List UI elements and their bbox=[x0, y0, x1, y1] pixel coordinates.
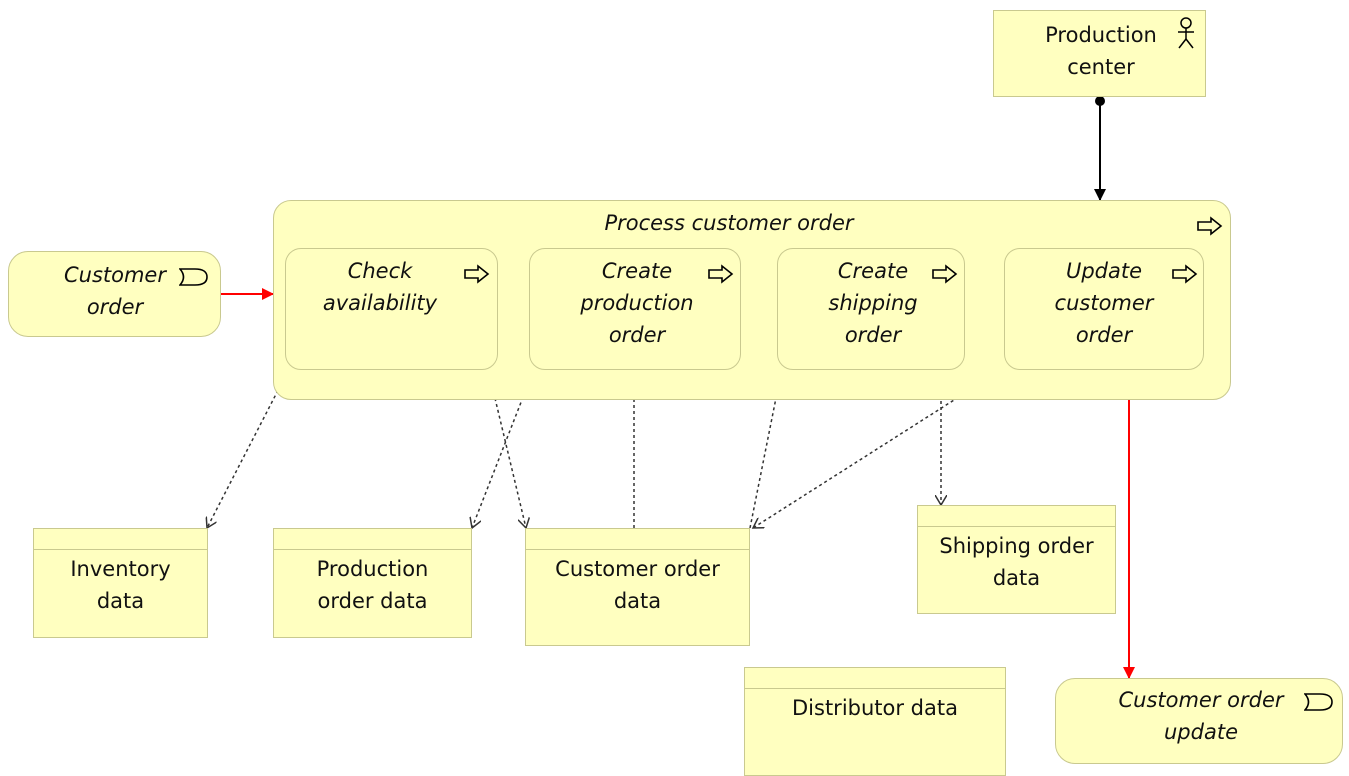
actor-icon bbox=[1178, 17, 1194, 49]
main-process-title: Process customer order bbox=[604, 211, 854, 235]
data-object-production-order[interactable]: Production order data bbox=[273, 528, 472, 638]
data-object-label: Customer order data bbox=[555, 557, 720, 613]
process-arrow-icon bbox=[932, 264, 958, 284]
data-object-header bbox=[526, 529, 749, 550]
data-object-label: Distributor data bbox=[792, 696, 958, 720]
process-label: Check availability bbox=[322, 259, 438, 315]
data-object-distributor[interactable]: Distributor data bbox=[744, 667, 1006, 776]
process-arrow-icon bbox=[1197, 216, 1223, 236]
event-icon bbox=[1304, 693, 1333, 711]
access-production-to-production-data[interactable] bbox=[472, 368, 535, 528]
assignment-actor-to-process[interactable] bbox=[1094, 96, 1106, 201]
data-object-header bbox=[745, 668, 1005, 689]
data-object-label: Shipping order data bbox=[939, 534, 1094, 590]
data-object-shipping-order[interactable]: Shipping order data bbox=[917, 505, 1116, 614]
process-label: Update customer order bbox=[1054, 259, 1154, 347]
data-object-header bbox=[34, 529, 207, 550]
process-arrow-icon bbox=[464, 264, 490, 284]
data-object-label: Production order data bbox=[316, 557, 429, 613]
event-icon bbox=[179, 268, 208, 286]
process-arrow-icon bbox=[708, 264, 734, 284]
event-label: Customer order update bbox=[1118, 688, 1284, 744]
process-label: Create production order bbox=[580, 259, 694, 347]
process-check-availability[interactable]: Check availability bbox=[285, 248, 498, 370]
data-object-label: Inventory data bbox=[70, 557, 171, 613]
actor-label: Production center bbox=[1045, 23, 1157, 79]
data-object-header bbox=[918, 506, 1115, 527]
event-customer-order[interactable]: Customer order bbox=[8, 251, 221, 337]
process-create-shipping-order[interactable]: Create shipping order bbox=[777, 248, 965, 370]
data-object-inventory[interactable]: Inventory data bbox=[33, 528, 208, 638]
process-update-customer-order[interactable]: Update customer order bbox=[1004, 248, 1204, 370]
actor-production-center[interactable]: Production center bbox=[993, 10, 1206, 97]
process-arrow-icon bbox=[1172, 264, 1198, 284]
process-label: Create shipping order bbox=[828, 259, 918, 347]
event-label: Customer order bbox=[63, 263, 166, 319]
data-object-header bbox=[274, 529, 471, 550]
data-object-customer-order[interactable]: Customer order data bbox=[525, 528, 750, 646]
process-create-production-order[interactable]: Create production order bbox=[529, 248, 741, 370]
event-customer-order-update[interactable]: Customer order update bbox=[1055, 678, 1343, 764]
